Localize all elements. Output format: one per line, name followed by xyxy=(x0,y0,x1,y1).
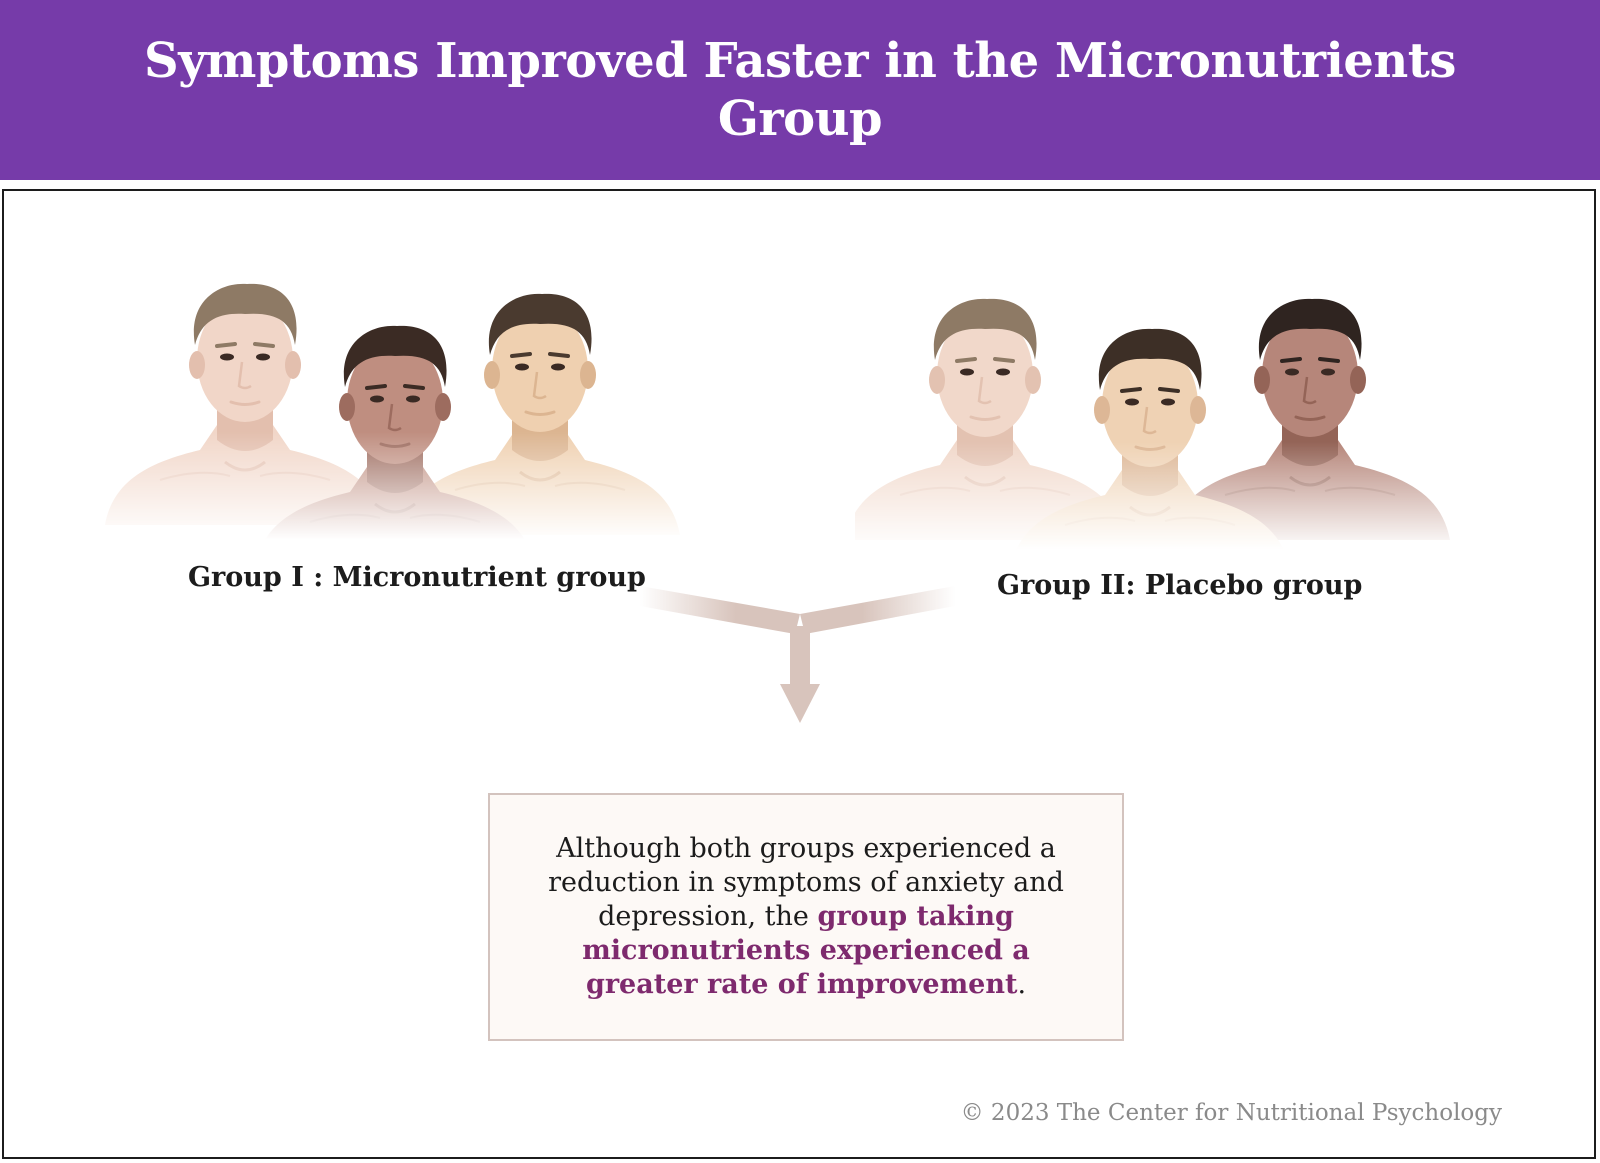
result-text-intro: Although both groups experienced a reduc… xyxy=(548,833,1064,932)
result-text-end: . xyxy=(1017,969,1027,1000)
arrow-head xyxy=(780,684,820,723)
arrow-right-arm xyxy=(800,586,955,634)
result-text: Although both groups experienced a reduc… xyxy=(524,832,1088,1002)
person-illustration-icon xyxy=(255,325,535,567)
result-box: Although both groups experienced a reduc… xyxy=(488,793,1124,1041)
group-2-people xyxy=(845,298,1450,570)
copyright-notice: © 2023 The Center for Nutritional Psycho… xyxy=(960,1100,1502,1126)
group-1-people xyxy=(105,283,680,567)
arrow-left-arm xyxy=(640,586,800,634)
group-2-label: Group II: Placebo group xyxy=(997,570,1363,601)
page-title: Symptoms Improved Faster in the Micronut… xyxy=(144,33,1456,147)
result-highlight: group taking micronutrients experienced … xyxy=(582,901,1030,1000)
merge-arrow-icon xyxy=(640,586,955,723)
person-illustration-icon xyxy=(105,283,385,525)
group-1-label: Group I : Micronutrient group xyxy=(188,562,646,593)
title-banner: Symptoms Improved Faster in the Micronut… xyxy=(0,0,1600,180)
arrow-stem xyxy=(790,626,810,686)
person-illustration-icon xyxy=(1010,328,1290,570)
